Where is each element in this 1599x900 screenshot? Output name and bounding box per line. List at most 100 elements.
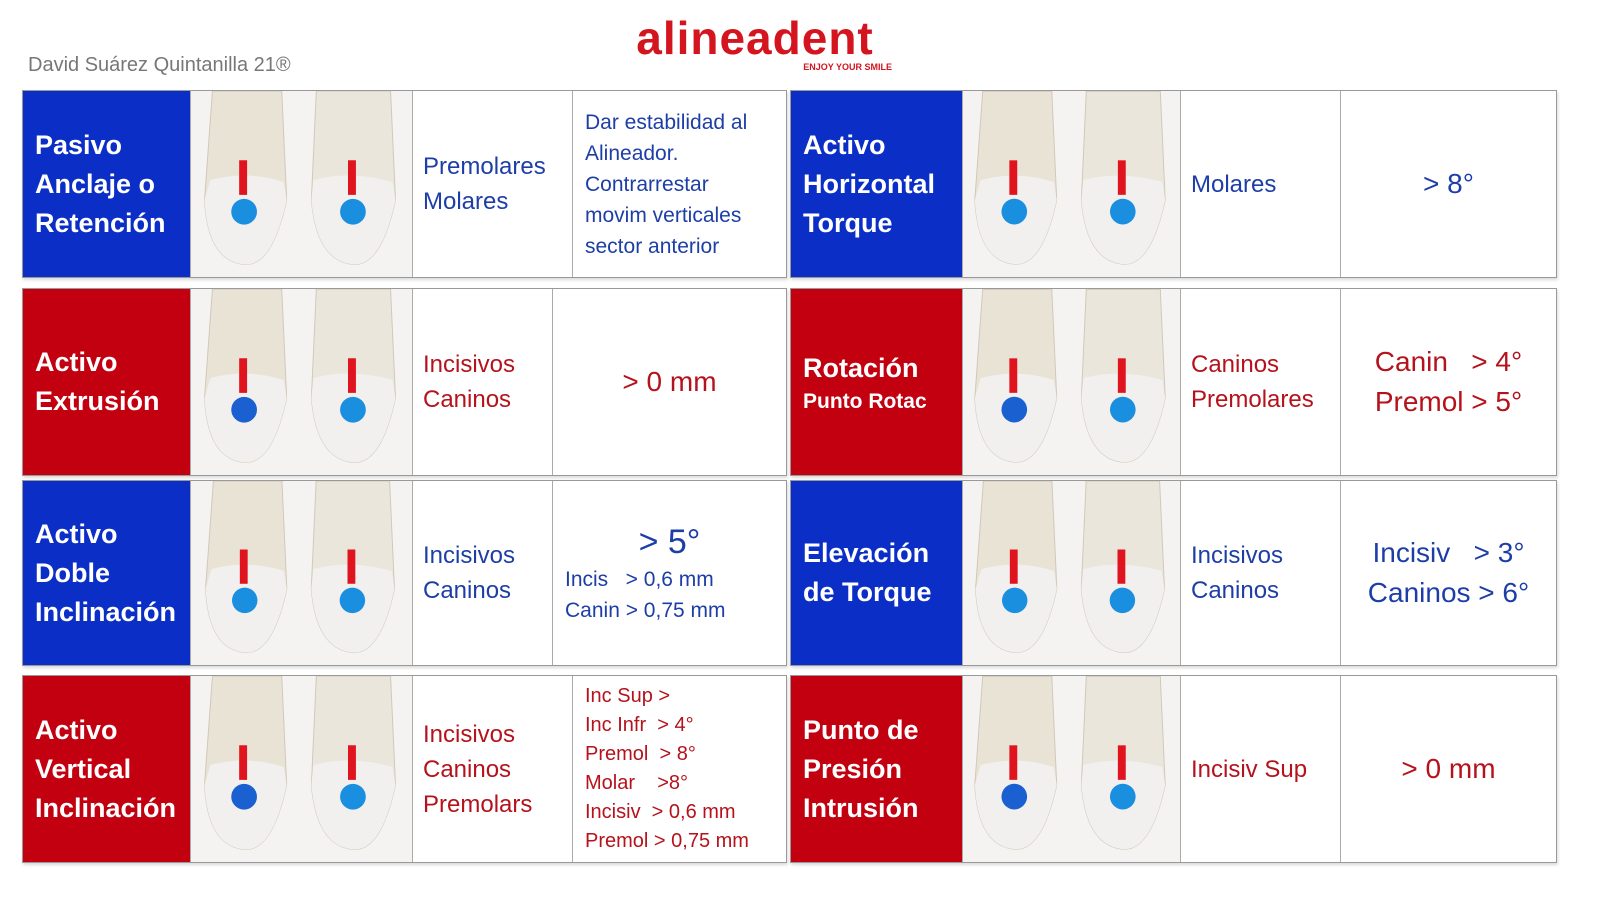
title-line: Anclaje o (35, 168, 156, 199)
value-line: Premol > 0,75 mm (585, 830, 749, 852)
title-line: Extrusión (35, 386, 160, 416)
value-line: > 8° (1423, 168, 1474, 199)
tooth-illustration (191, 481, 413, 665)
value-main: > 5° (638, 523, 701, 561)
brand-tagline: ENJOY YOUR SMILE (803, 62, 892, 72)
title-line: Activo (35, 518, 118, 549)
value-line: Premol > 8° (585, 743, 696, 765)
title-line: Punto de (803, 714, 919, 745)
tooth-illustration (963, 91, 1181, 277)
title-line: Presión (803, 753, 903, 784)
value-line: Incis > 0,6 mm (565, 568, 714, 591)
tooth-illustration (963, 481, 1181, 665)
title-line: Activo (803, 129, 886, 160)
tooth-image (974, 289, 1166, 463)
tooth-group: Incisivos (423, 720, 516, 748)
value-line: Inc Sup > (585, 685, 671, 707)
tooth-group: Incisivos (423, 542, 516, 569)
teeth-list: Incisiv Sup (1181, 676, 1341, 862)
tooth-group: Caninos (1191, 577, 1280, 604)
value-line: > 0 mm (1401, 753, 1496, 784)
activation-values: > 0 mm (553, 289, 786, 475)
value-line: Molar >8° (585, 772, 689, 794)
title-line: Vertical (35, 753, 132, 784)
tooth-image (204, 676, 396, 850)
value-line: Dar estabilidad al (585, 110, 748, 134)
tooth-illustration (191, 676, 413, 862)
tooth-image (975, 481, 1165, 654)
title-line: de Torque (803, 577, 932, 607)
tooth-illustration (963, 676, 1181, 862)
title-line: Torque (803, 207, 893, 238)
tooth-group: Premolars (423, 790, 533, 818)
value-line: movim verticales (585, 203, 742, 227)
tooth-group: Molares (1191, 170, 1277, 198)
activation-values: > 8° (1341, 91, 1556, 277)
title-line: Rotación (803, 352, 919, 383)
tooth-group: Incisivos (1191, 542, 1284, 569)
title-line: Activo (35, 347, 118, 377)
value-line: Canin > 0,75 mm (565, 599, 726, 622)
title-line: Activo (35, 714, 118, 745)
alineadent-logo: alineadent ENJOY YOUR SMILE (610, 14, 900, 72)
tooth-group: Premolares (423, 153, 546, 180)
activation-values: > 5° Incis > 0,6 mm Canin > 0,75 mm (553, 481, 786, 665)
tooth-illustration (191, 91, 413, 277)
title-line: Elevación (803, 538, 930, 568)
activation-values: > 0 mm (1341, 676, 1556, 862)
activation-values: Inc Sup > Inc Infr > 4° Premol > 8° Molar >… (573, 676, 786, 862)
tooth-group: Incisiv Sup (1191, 755, 1308, 783)
value-line: sector anterior (585, 234, 720, 258)
title-line: Intrusión (803, 792, 919, 823)
title-line: Horizontal (803, 168, 935, 199)
value-line: Inc Infr > 4° (585, 714, 694, 736)
tooth-illustration (191, 289, 413, 475)
teeth-list: Molares (1181, 91, 1341, 277)
brand-name: alineadent (636, 12, 874, 64)
author-credit: David Suárez Quintanilla 21® (28, 54, 291, 76)
tooth-group: Molares (423, 188, 509, 215)
tooth-group: Caninos (423, 755, 512, 783)
tooth-group: Premolares (1191, 386, 1314, 413)
title-line: Inclinación (35, 792, 177, 823)
attachment-type-title: Elevación de Torque (791, 481, 963, 665)
value-line: Premol > 5° (1374, 386, 1523, 417)
tooth-image (974, 676, 1166, 850)
tooth-group: Caninos (1191, 351, 1280, 378)
value-line: Incisiv > 3° (1372, 537, 1525, 568)
value-line: Incisiv > 0,6 mm (585, 801, 736, 823)
value-line: Alineador. (585, 141, 679, 165)
value-line: > 0 mm (622, 366, 717, 397)
activation-values: Incisiv > 3° Caninos > 6° (1341, 481, 1556, 665)
value-line: Caninos > 6° (1367, 577, 1530, 608)
title-line: Inclinación (35, 596, 177, 627)
tooth-group: Incisivos (423, 351, 516, 378)
title-line: Retención (35, 207, 166, 238)
tooth-illustration (963, 289, 1181, 475)
title-line: Pasivo (35, 129, 123, 160)
title-line: Doble (35, 557, 111, 588)
tooth-image (974, 91, 1166, 265)
